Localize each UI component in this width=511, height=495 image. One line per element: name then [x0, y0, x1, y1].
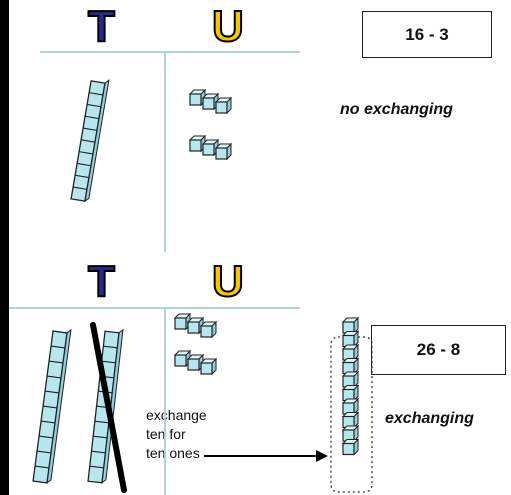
expression-box-2: 26 - 8: [371, 325, 506, 375]
tens-header-2: T: [87, 257, 116, 306]
exchange-note-line-3: ten ones: [146, 445, 200, 461]
exchanged-one-5: [341, 370, 360, 389]
ten-rod-1: [70, 79, 110, 203]
unit-cube-a-6: [214, 142, 233, 161]
units-header-2: U: [211, 257, 245, 306]
ten-rod-2b: [87, 328, 124, 484]
unit-cube-b-3: [199, 320, 218, 339]
ten-rod-2a: [32, 328, 72, 485]
expression-box-1: 16 - 3: [362, 11, 492, 58]
exchanged-one-4: [341, 357, 360, 375]
exchanged-one-1: [341, 316, 360, 335]
caption-no-exchanging: no exchanging: [340, 101, 453, 118]
exchanged-one-8: [341, 411, 360, 429]
unit-cube-b-1: [173, 312, 192, 331]
exchanged-one-7: [341, 397, 360, 416]
caption-exchanging: exchanging: [385, 410, 474, 427]
exchange-note-line-1: exchange: [146, 407, 207, 423]
cross-out-stroke: [90, 322, 127, 493]
arrow-head-icon: [316, 450, 328, 462]
exchanged-one-9: [341, 424, 360, 443]
exchanged-one-10: [341, 438, 360, 456]
tens-header-1: T: [87, 2, 116, 51]
units-header-1: U: [211, 2, 245, 51]
exchanged-one-3: [341, 343, 360, 362]
left-edge-bar: [0, 0, 9, 495]
unit-cube-b-6: [199, 357, 218, 376]
exchanged-one-6: [341, 384, 360, 402]
unit-cube-a-3: [214, 96, 233, 115]
exchanged-one-2: [341, 330, 360, 348]
